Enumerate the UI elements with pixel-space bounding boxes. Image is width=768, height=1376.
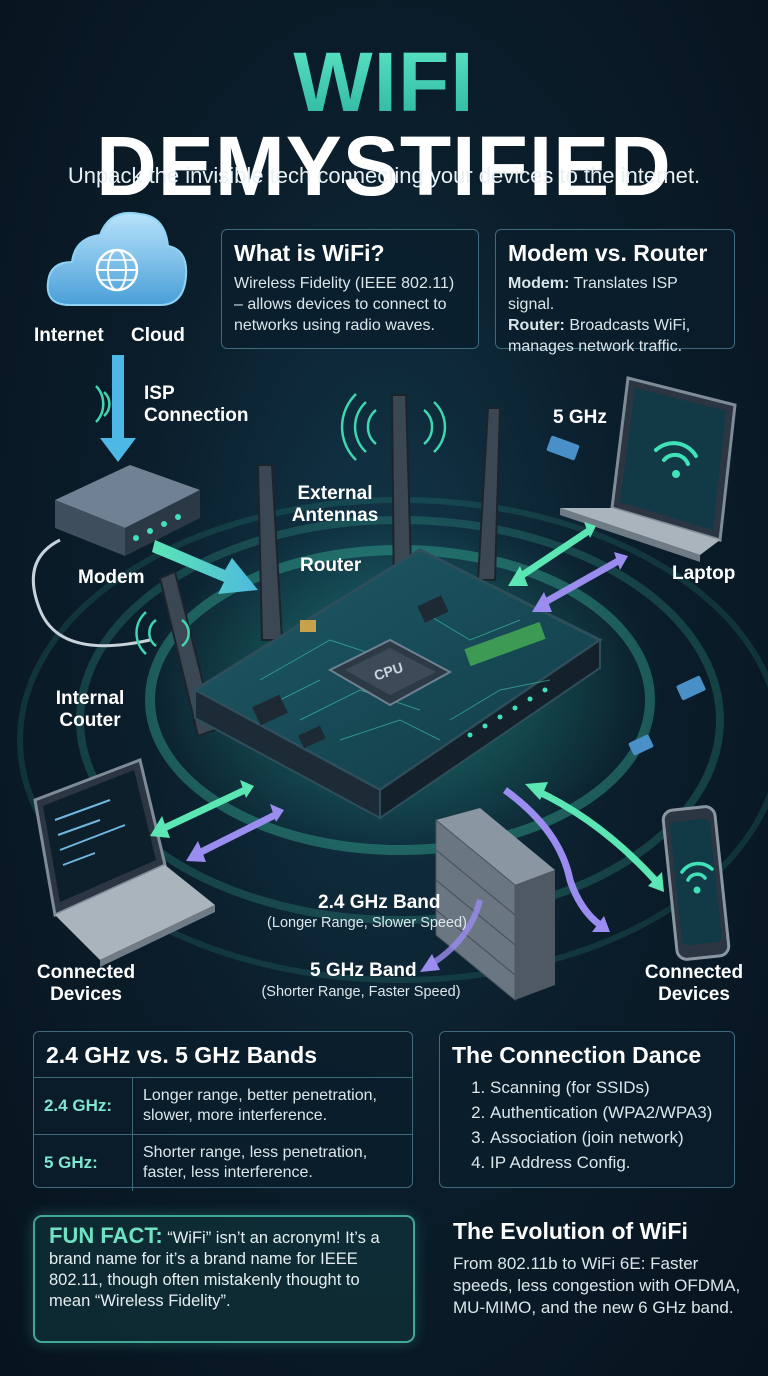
bands-comparison-box: 2.4 GHz vs. 5 GHz Bands 2.4 GHz: Longer … <box>33 1031 413 1191</box>
cloud-label: Cloud <box>131 325 185 346</box>
band5-sub: (Shorter Range, Faster Speed) <box>261 984 461 1000</box>
left-link-arrows <box>150 780 284 862</box>
band24-sub: (Longer Range, Slower Speed) <box>267 915 467 931</box>
antenna-waves <box>135 393 447 655</box>
list-item: Authentication (WPA2/WPA3) <box>490 1100 722 1125</box>
fun-fact-label: FUN FACT: <box>49 1223 163 1248</box>
what-is-wifi-box: What is WiFi? Wireless Fidelity (IEEE 80… <box>221 229 479 349</box>
isp-label: ISP Connection <box>144 383 249 426</box>
connection-steps: Scanning (for SSIDs) Authentication (WPA… <box>452 1075 722 1175</box>
laptop-left-icon <box>33 757 215 967</box>
evolution-body: From 802.11b to WiFi 6E: Faster speeds, … <box>453 1254 741 1317</box>
connection-dance-box: The Connection Dance Scanning (for SSIDs… <box>439 1031 735 1188</box>
band24-label: 2.4 GHz Band <box>318 892 441 913</box>
list-item: IP Address Config. <box>490 1150 722 1175</box>
brick-wall-icon <box>435 808 555 1002</box>
laptop-link-arrows <box>508 522 628 612</box>
internet-label: Internet <box>34 325 104 346</box>
bands-table: 2.4 GHz: Longer range, better penetratio… <box>34 1077 412 1191</box>
evolution-heading: The Evolution of WiFi <box>453 1218 688 1244</box>
band-key: 5 GHz: <box>34 1134 133 1191</box>
router-text: Broadcasts WiFi, manages network traffic… <box>508 317 691 355</box>
page-subtitle: Unpack the invisible tech connecting you… <box>67 163 701 188</box>
title-accent: WIFI <box>293 35 475 129</box>
fun-fact-text: “WiFi” isn’t an acronym! It’s a brand na… <box>49 1229 380 1310</box>
modem-text: Translates ISP signal. <box>508 275 678 313</box>
bands-heading: 2.4 GHz vs. 5 GHz Bands <box>46 1042 317 1068</box>
connected-left-label: Connected Devices <box>36 962 136 1005</box>
what-is-wifi-heading: What is WiFi? <box>234 240 385 266</box>
list-item: Scanning (for SSIDs) <box>490 1075 722 1100</box>
connected-right-label: Connected Devices <box>644 962 744 1005</box>
usb-dongle-icon <box>546 435 580 461</box>
table-row: 2.4 GHz: Longer range, better penetratio… <box>34 1077 412 1135</box>
network-diagram: CPU <box>17 212 768 1002</box>
page-title: WIFI DEMYSTIFIED <box>0 40 768 208</box>
fun-fact-box: FUN FACT: “WiFi” isn’t an acronym! It’s … <box>33 1215 415 1343</box>
cloud-icon <box>46 212 188 306</box>
title-rest: DEMYSTIFIED <box>96 119 672 213</box>
list-item: Association (join network) <box>490 1125 722 1150</box>
dongle-icon-1 <box>676 675 706 701</box>
laptop-band-label: 5 GHz <box>553 407 607 428</box>
band-value: Shorter range, less penetration, faster,… <box>132 1134 412 1191</box>
antennas-label: External Antennas <box>291 483 379 526</box>
modem-vs-router-heading: Modem vs. Router <box>508 240 708 266</box>
laptop-label: Laptop <box>672 563 736 584</box>
dongle-icon-2 <box>628 734 654 756</box>
band-key: 2.4 GHz: <box>34 1077 133 1135</box>
band-value: Longer range, better penetration, slower… <box>132 1077 412 1135</box>
band5-label: 5 GHz Band <box>310 960 417 981</box>
internal-label: Internal Couter <box>55 688 125 731</box>
modem-key: Modem: <box>508 275 570 292</box>
what-is-wifi-body: Wireless Fidelity (IEEE 802.11) – allows… <box>234 275 455 334</box>
modem-label: Modem <box>78 567 145 588</box>
modem-router-arrow <box>152 540 258 594</box>
table-row: 5 GHz: Shorter range, less penetration, … <box>34 1134 412 1191</box>
laptop-icon <box>560 376 737 562</box>
isp-arrow <box>95 355 136 462</box>
modem-icon <box>31 465 200 648</box>
router-icon <box>192 548 603 820</box>
right-link-arrows <box>420 782 664 972</box>
connection-dance-heading: The Connection Dance <box>452 1042 702 1068</box>
phone-icon <box>661 805 731 961</box>
router-key: Router: <box>508 317 565 334</box>
router-label: Router <box>300 555 362 576</box>
evolution-section: The Evolution of WiFi From 802.11b to Wi… <box>453 1218 743 1319</box>
modem-vs-router-box: Modem vs. Router Modem: Translates ISP s… <box>495 229 735 355</box>
